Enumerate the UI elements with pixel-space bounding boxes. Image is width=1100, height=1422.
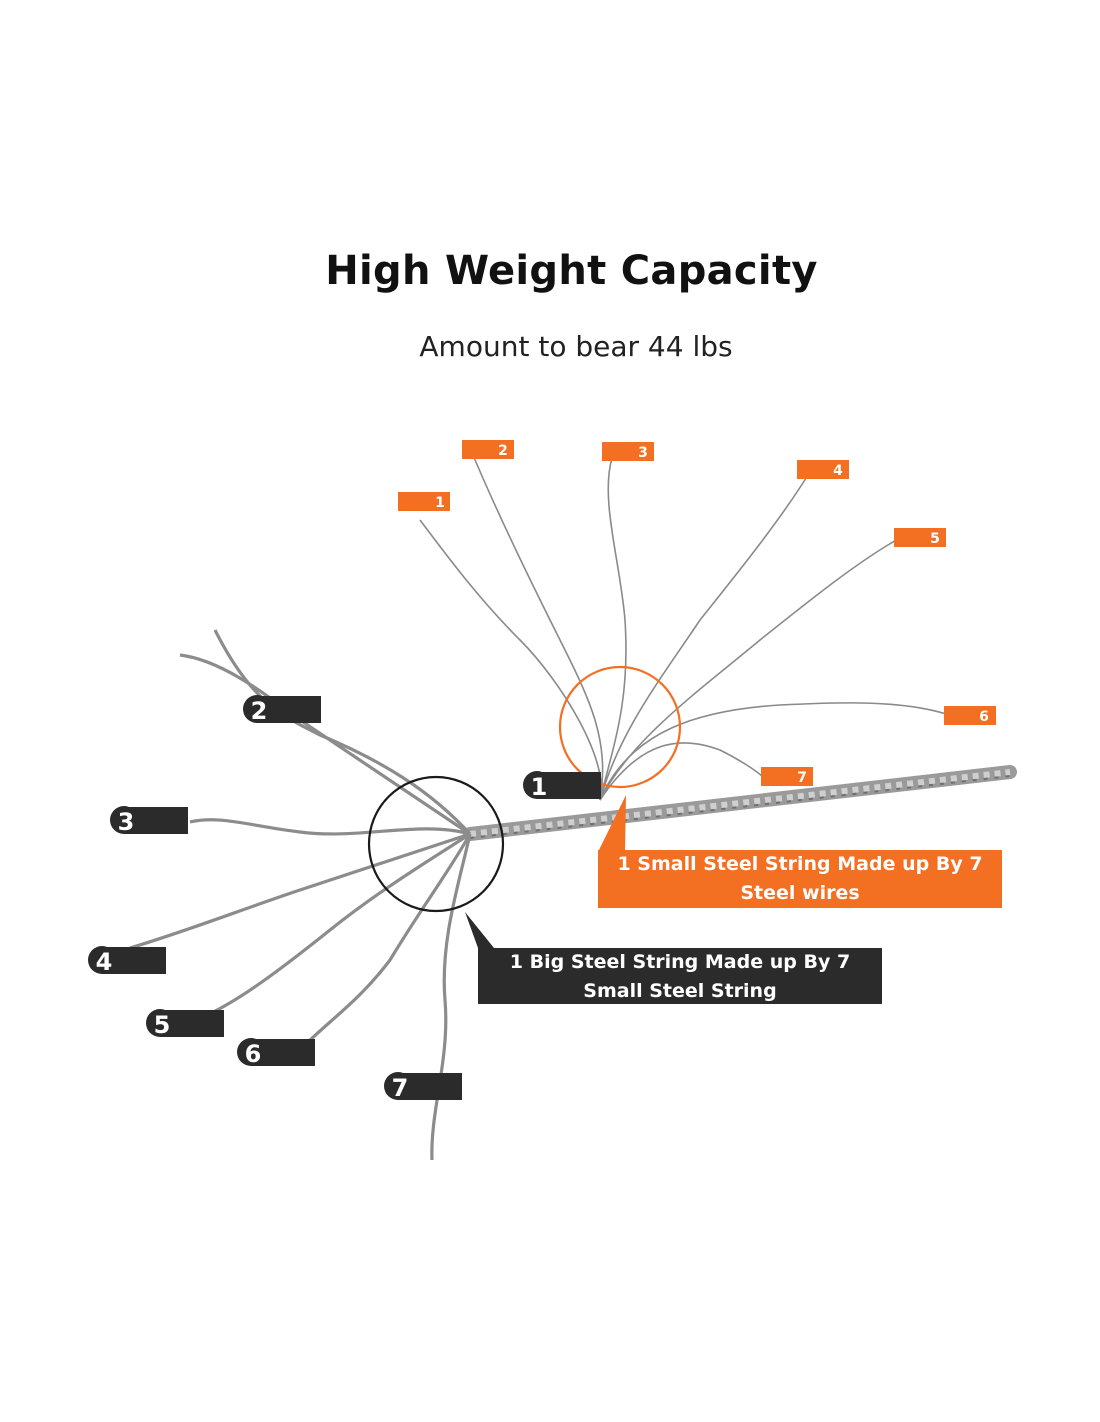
dark-tag-label: 1 [531, 773, 548, 801]
small-string-callout: 1 Small Steel String Made up By 7 Steel … [598, 850, 1002, 908]
dark-tag-5: 5 [146, 1009, 224, 1039]
orange-tag-1: 1 [398, 492, 450, 511]
small-string-callout-pointer [598, 795, 626, 852]
orange-tag-6: 6 [944, 706, 996, 725]
big-string-callout: 1 Big Steel String Made up By 7 Small St… [478, 948, 882, 1004]
orange-tag-5: 5 [894, 528, 946, 547]
thick-strands [129, 629, 472, 1161]
orange-tag-label: 4 [833, 463, 843, 479]
dark-tag-4: 4 [88, 946, 166, 976]
orange-tag-label: 7 [797, 770, 807, 786]
small-string-highlight-circle [558, 665, 682, 789]
big-string-callout-pointer [465, 912, 494, 948]
dark-tag-label: 7 [392, 1074, 409, 1102]
orange-tag-label: 1 [435, 495, 445, 511]
dark-tag-3: 3 [110, 806, 188, 836]
orange-tag-2: 2 [462, 440, 514, 459]
dark-tag-7: 7 [384, 1072, 462, 1102]
orange-tag-label: 5 [930, 531, 940, 547]
orange-tag-label: 6 [979, 709, 989, 725]
page-subtitle: Amount to bear 44 lbs [419, 330, 733, 363]
dark-tag-label: 3 [118, 808, 135, 836]
dark-tag-label: 2 [251, 697, 268, 725]
dark-tag-1: 1 [523, 771, 601, 801]
orange-tag-label: 3 [638, 445, 648, 461]
dark-tag-label: 5 [154, 1011, 171, 1039]
thin-wires [419, 447, 947, 801]
dark-tag-label: 4 [96, 948, 113, 976]
dark-tag-2: 2 [243, 695, 321, 725]
main-steel-cable [463, 765, 1017, 841]
dark-tag-label: 6 [245, 1040, 262, 1068]
dark-tag-6: 6 [237, 1038, 315, 1068]
orange-tag-3: 3 [602, 442, 654, 461]
orange-tag-4: 4 [797, 460, 849, 479]
big-string-highlight-circle [367, 775, 505, 913]
orange-tag-label: 2 [498, 443, 508, 459]
page-title: High Weight Capacity [325, 248, 818, 294]
orange-tag-7: 7 [761, 767, 813, 786]
